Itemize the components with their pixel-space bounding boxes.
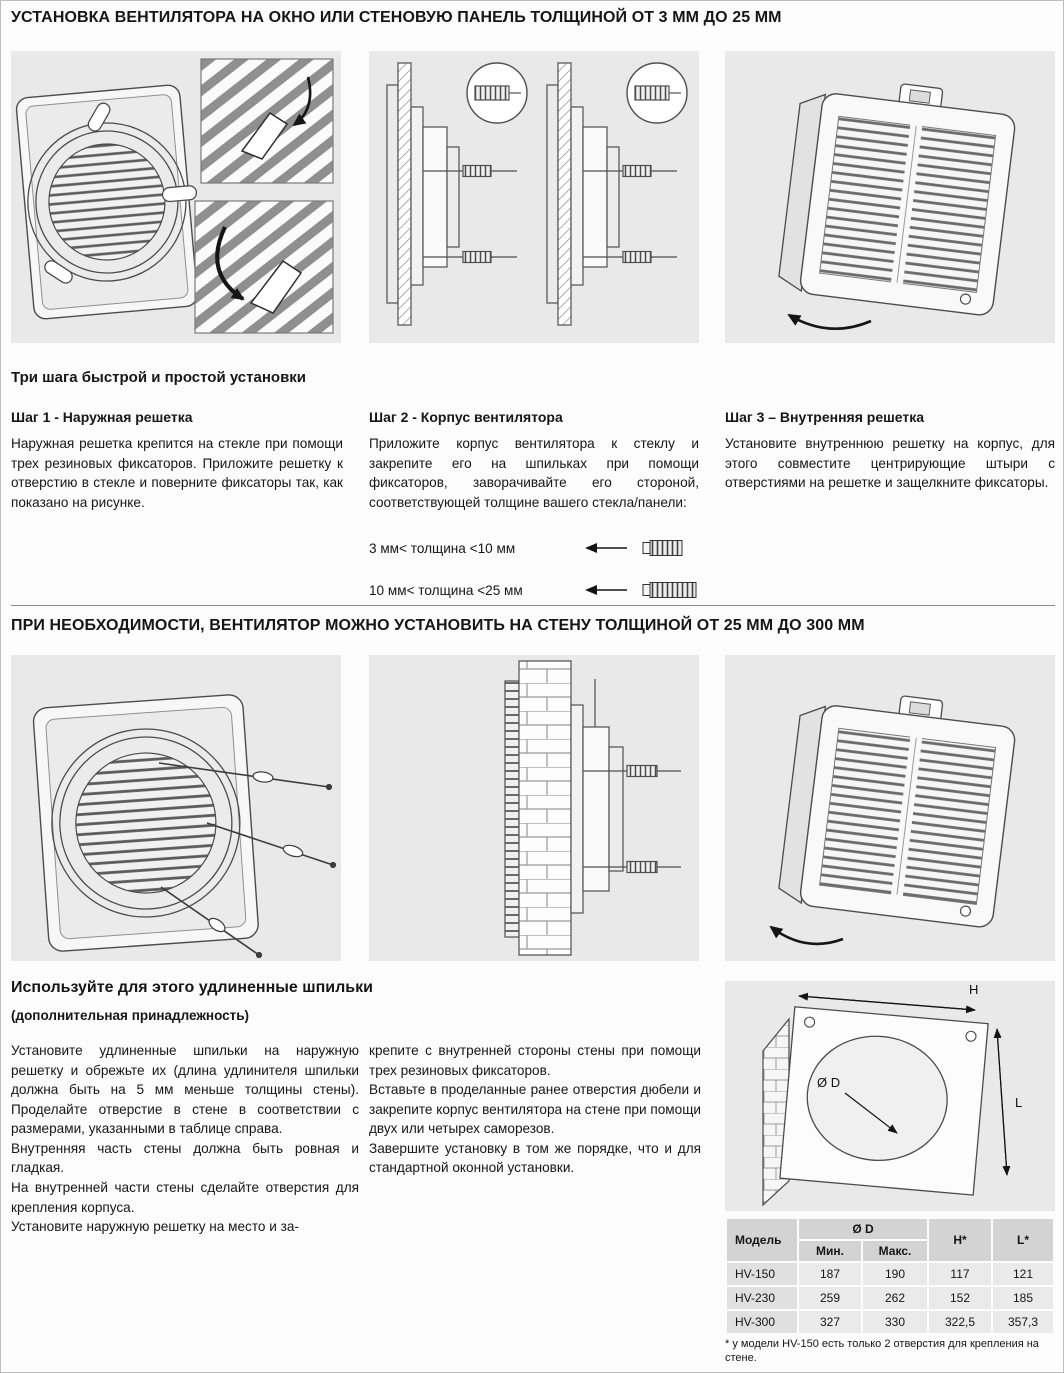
fan-perspective-illustration [769, 695, 1016, 946]
col-header-min: Мин. [799, 1241, 861, 1261]
section2-heading: Используйте для этого удлиненные шпильки [11, 979, 373, 996]
paragraph: Установите удлиненные шпильки на наружну… [11, 1043, 359, 1137]
thickness-option-1: 3 мм< толщина <10 мм [369, 538, 699, 558]
dimensions-table: Модель Ø D H* L* Мин. Макс. HV-150 187 1… [725, 1217, 1055, 1335]
col-header-l: L* [993, 1219, 1053, 1261]
section1-subtitle: Три шага быстрой и простой установки [11, 369, 307, 386]
step3-title: Шаг 3 – Внутренняя решетка [725, 409, 925, 425]
step1-text: Наружная решетка крепится на стекле при … [11, 436, 343, 510]
step2-column: Шаг 2 - Корпус вентилятора Приложите кор… [369, 409, 699, 600]
step1-title: Шаг 1 - Наружная решетка [11, 409, 193, 425]
step3-text: Установите внутреннюю решетку на корпус,… [725, 436, 1055, 491]
cell-l: 357,3 [993, 1311, 1053, 1333]
step2-title: Шаг 2 - Корпус вентилятора [369, 409, 563, 425]
paragraph: Завершите установку в том же порядке, чт… [369, 1140, 701, 1176]
cell-h: 322,5 [929, 1311, 991, 1333]
step2-figure-panel [369, 51, 699, 343]
dim-h-label: H [969, 982, 978, 997]
cell-d-min: 327 [799, 1311, 861, 1333]
cell-d-min: 187 [799, 1263, 861, 1285]
section-divider [11, 605, 1055, 606]
long-studs-figure-panel [11, 655, 341, 961]
wall-dimensions-illustration: H L Ø D [762, 982, 1022, 1207]
step3-figure-panel [725, 51, 1055, 343]
fan-inner-grille-illustration [778, 83, 1016, 330]
cell-d-max: 190 [863, 1263, 927, 1285]
section2-text-column-1: Установите удлиненные шпильки на наружну… [11, 1041, 359, 1237]
paragraph: На внутренней части стены сделайте отвер… [11, 1179, 359, 1215]
thickness-option-2-label: 10 мм< толщина <25 мм [369, 582, 523, 598]
dim-d-label: Ø D [817, 1075, 840, 1090]
spec-row: HV-230 259 262 152 185 [727, 1287, 1053, 1309]
thickness-option-2: 10 мм< толщина <25 мм [369, 580, 699, 600]
wall-cross-section-illustration [504, 660, 681, 956]
window-grille-fixators-illustration [15, 58, 334, 334]
cell-h: 152 [929, 1287, 991, 1309]
step2-text: Приложите корпус вентилятора к стеклу и … [369, 436, 699, 510]
paragraph: Установите наружную решетку на место и з… [11, 1219, 299, 1235]
col-header-max: Макс. [863, 1241, 927, 1261]
dim-l-label: L [1015, 1095, 1022, 1110]
cell-d-min: 259 [799, 1287, 861, 1309]
cell-model: HV-150 [727, 1263, 797, 1285]
spec-row: HV-150 187 190 117 121 [727, 1263, 1053, 1285]
glass-cross-section-illustration [386, 62, 688, 326]
section2-subheading: (дополнительная принадлежность) [11, 1008, 250, 1023]
section2-title: ПРИ НЕОБХОДИМОСТИ, ВЕНТИЛЯТОР МОЖНО УСТА… [11, 617, 865, 634]
step1-column: Шаг 1 - Наружная решетка Наружная решетк… [11, 409, 343, 512]
cell-h: 117 [929, 1263, 991, 1285]
grille-with-long-studs-illustration [32, 694, 337, 959]
cell-l: 121 [993, 1263, 1053, 1285]
step3-column: Шаг 3 – Внутренняя решетка Установите вн… [725, 409, 1055, 493]
cell-d-max: 262 [863, 1287, 927, 1309]
col-header-h: H* [929, 1219, 991, 1261]
section1-title: УСТАНОВКА ВЕНТИЛЯТОРА НА ОКНО ИЛИ СТЕНОВ… [11, 9, 782, 26]
paragraph: крепите с внутренней стороны стены при п… [369, 1043, 701, 1078]
arrow-fastener-large-icon [585, 582, 697, 599]
step1-figure-panel [11, 51, 341, 343]
cell-model: HV-300 [727, 1311, 797, 1333]
wall-section-figure-panel [369, 655, 699, 961]
arrow-fastener-small-icon [585, 540, 683, 557]
thickness-option-1-label: 3 мм< толщина <10 мм [369, 540, 516, 556]
cell-d-max: 330 [863, 1311, 927, 1333]
spec-row: HV-300 327 330 322,5 357,3 [727, 1311, 1053, 1333]
paragraph: Вставьте в проделанные ранее отверстия д… [369, 1082, 701, 1137]
cell-model: HV-230 [727, 1287, 797, 1309]
col-header-model: Модель [727, 1219, 797, 1261]
cell-l: 185 [993, 1287, 1053, 1309]
section2-text-column-2: крепите с внутренней стороны стены при п… [369, 1041, 701, 1178]
fan-on-wall-figure-panel [725, 655, 1055, 961]
col-header-diameter: Ø D [799, 1219, 927, 1239]
table-footnote: * у модели HV-150 есть только 2 отверсти… [725, 1338, 1039, 1365]
paragraph: Внутренняя часть стены должна быть ровна… [11, 1140, 359, 1176]
wall-dimensions-figure-panel: H L Ø D [725, 981, 1055, 1211]
